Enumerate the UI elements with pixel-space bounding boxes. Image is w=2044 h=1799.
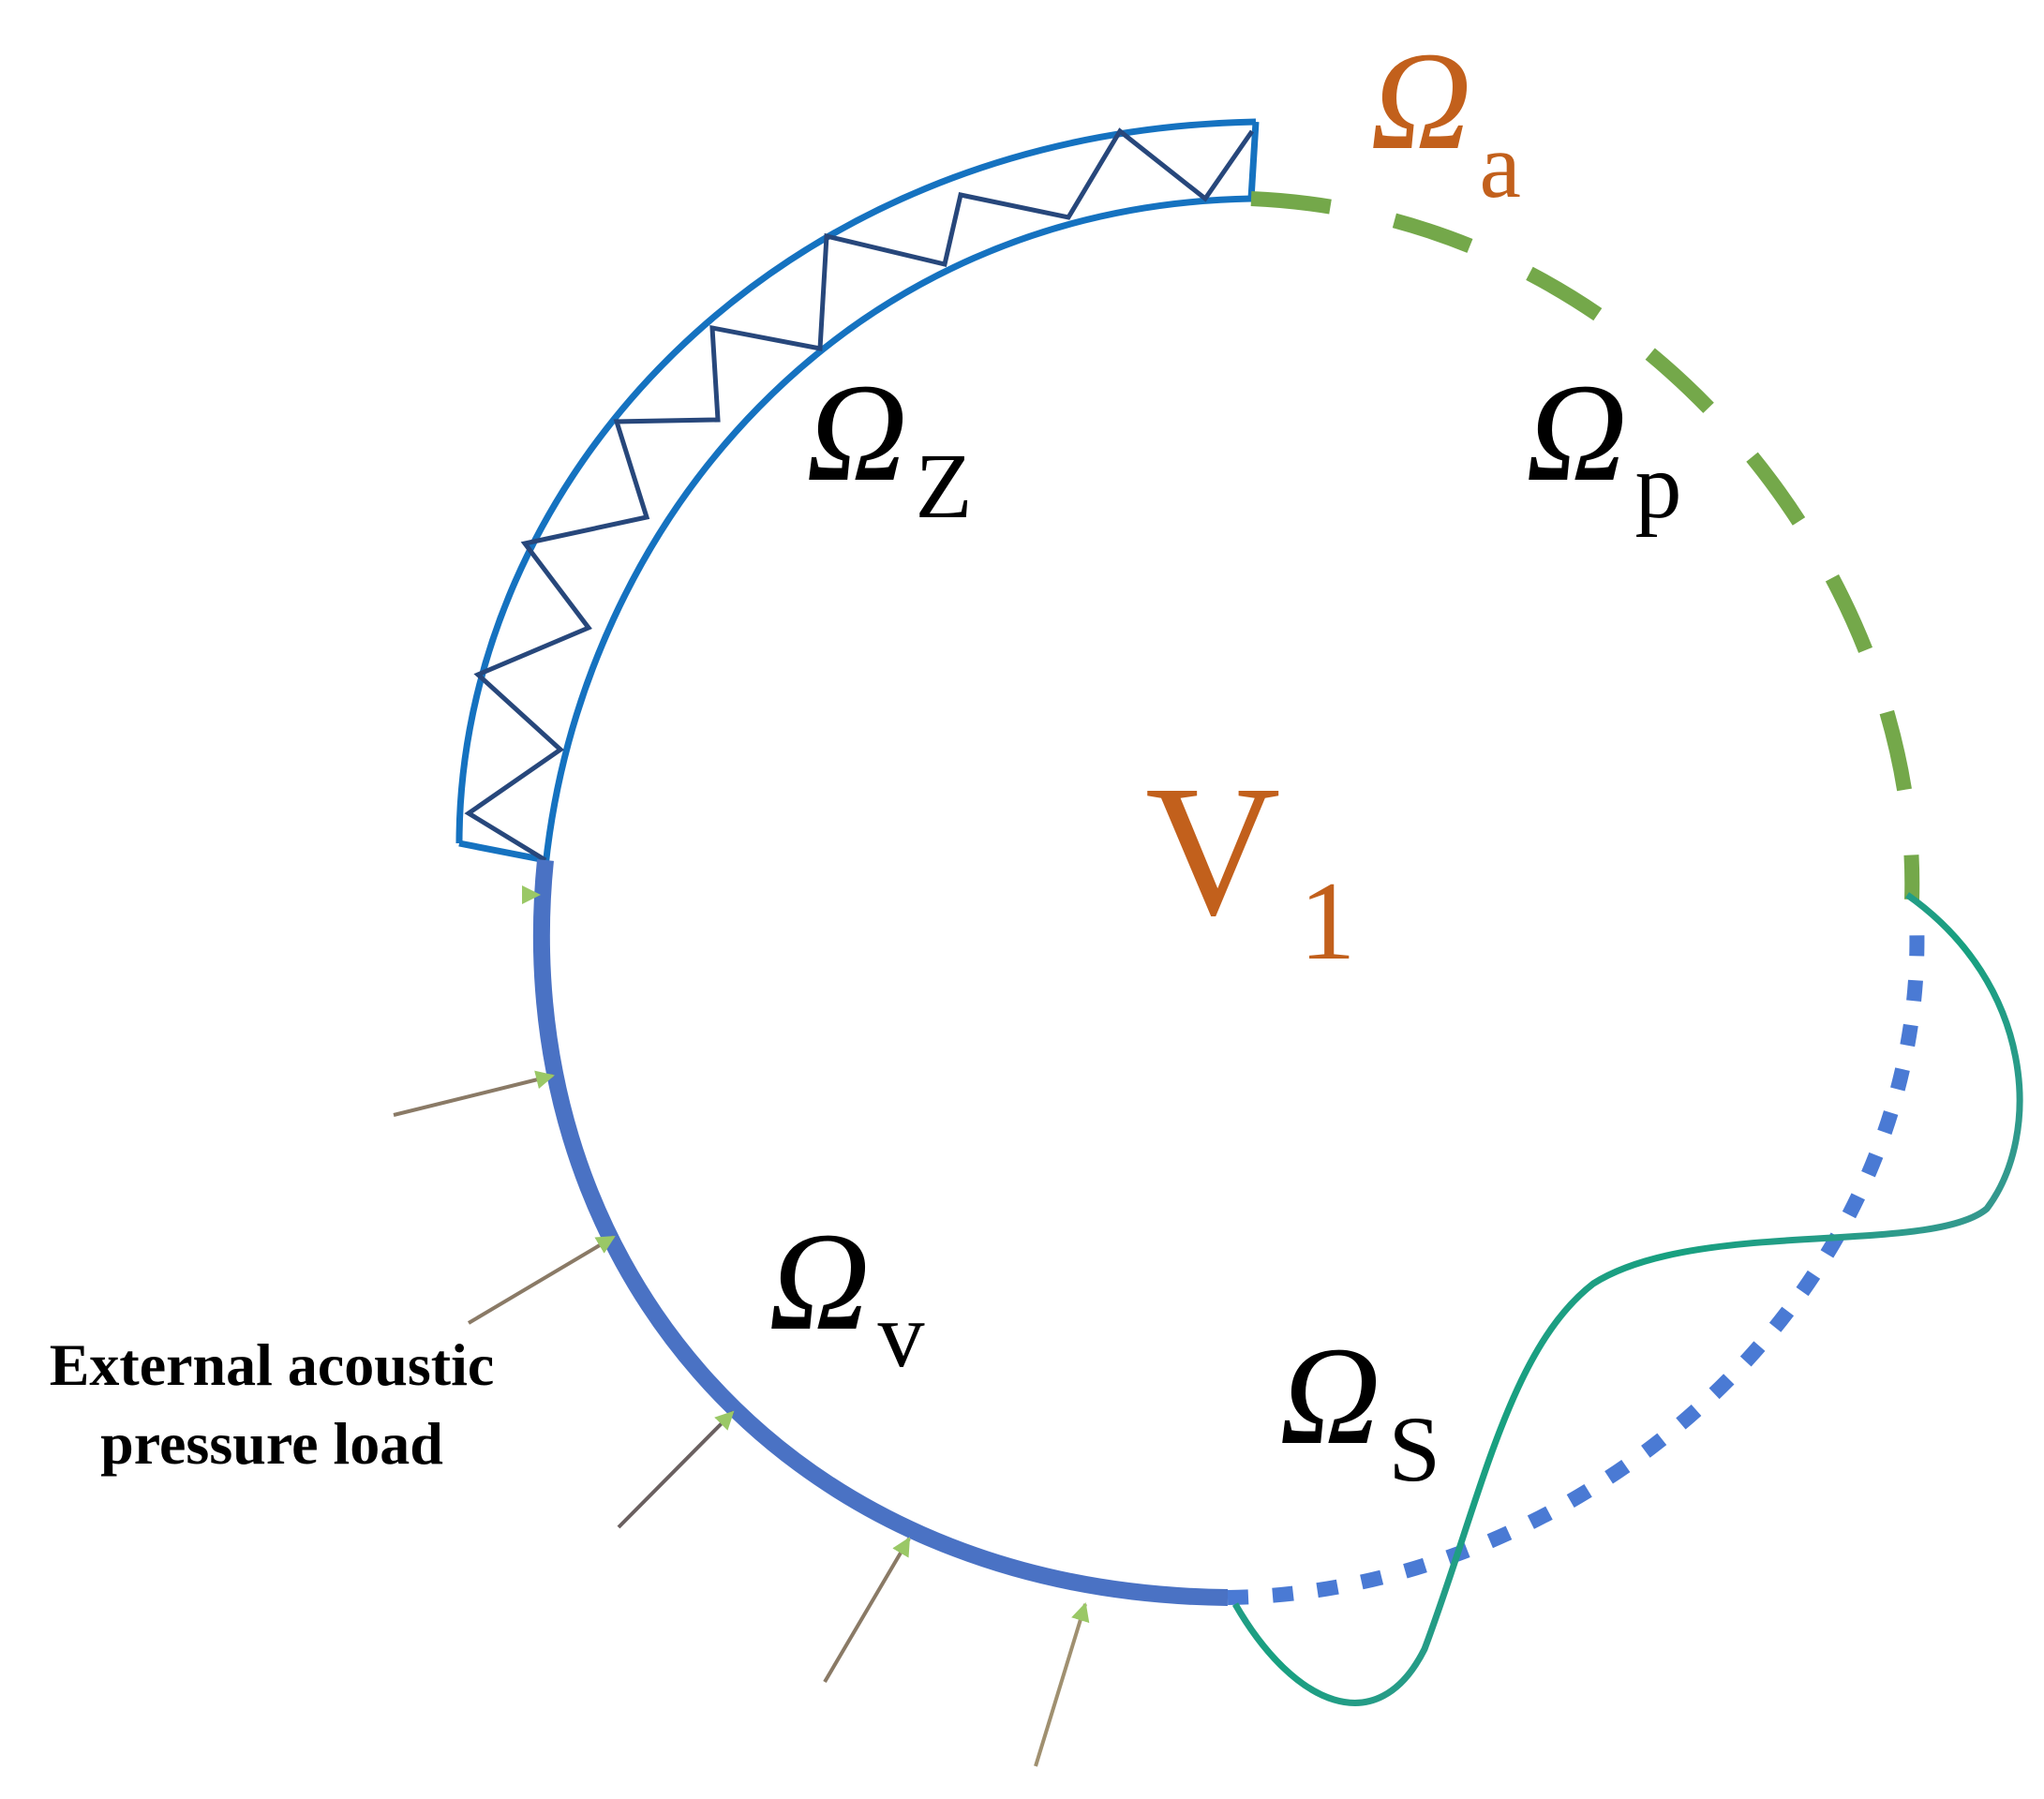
impedance-right-cap — [1247, 121, 1260, 200]
volume-subscript: 1 — [1299, 858, 1355, 983]
impedance-inner-arc — [542, 195, 1252, 868]
impedance-boundary — [455, 118, 1260, 868]
impedance-left-cap — [458, 840, 546, 864]
omega-a-subscript: a — [1479, 113, 1520, 217]
omega-p-subscript: p — [1634, 434, 1681, 538]
load-arrow — [467, 1235, 616, 1325]
omega-v-label: Ωv — [768, 1204, 924, 1387]
impedance-outer-arc — [455, 118, 1257, 844]
omega-a-label: Ωa — [1370, 23, 1521, 217]
omega-v-subscript: v — [877, 1283, 924, 1387]
load-label-line2: pressure load — [100, 1410, 443, 1477]
omega-p-symbol: Ω — [1526, 355, 1627, 511]
omega-z-label: ΩZ — [806, 355, 973, 538]
structural-boundary-dotted — [1227, 917, 1925, 1605]
omega-s-label: ΩS — [1279, 1318, 1440, 1501]
omega-p-label: Ωp — [1526, 355, 1681, 538]
structural-deformed-curve — [1231, 892, 2023, 1706]
omega-z-subscript: Z — [915, 434, 972, 538]
load-arrow — [393, 1070, 555, 1117]
omega-v-symbol: Ω — [768, 1204, 870, 1360]
omega-s-subscript: S — [1388, 1397, 1440, 1501]
pressure-load-arrows — [375, 885, 1090, 1767]
load-arrow — [1034, 1602, 1090, 1767]
volume-symbol: V — [1145, 748, 1280, 955]
omega-s-symbol: Ω — [1279, 1318, 1380, 1474]
pressure-boundary — [1250, 191, 1920, 900]
load-label-line1: External acoustic — [50, 1331, 495, 1398]
load-arrow — [617, 1410, 735, 1529]
load-arrow — [823, 1537, 911, 1684]
velocity-boundary — [532, 859, 1229, 1606]
omega-a-symbol: Ω — [1370, 23, 1471, 179]
impedance-spring-zigzag — [464, 127, 1255, 863]
omega-z-symbol: Ω — [806, 355, 907, 511]
